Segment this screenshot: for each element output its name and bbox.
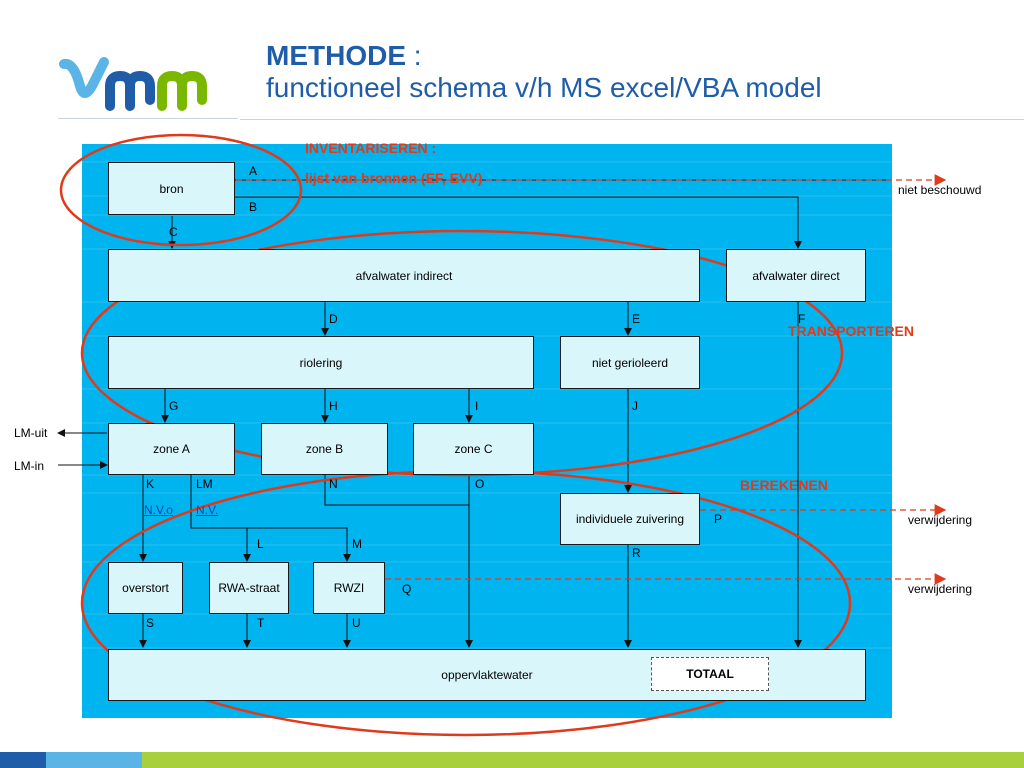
flow-label-lm: LM (196, 477, 213, 491)
flow-label-u: U (352, 616, 361, 630)
label-verwijdering-1: verwijdering (908, 513, 973, 527)
label-lm-uit: LM-uit (14, 426, 48, 440)
box-zone-c: zone C (413, 423, 534, 475)
flow-label-q: Q (402, 582, 412, 596)
annotation-berekenen: BEREKENEN (740, 477, 828, 493)
flow-label-b: B (249, 200, 258, 214)
box-zone-b: zone B (261, 423, 388, 475)
flow-label-k: K (146, 477, 155, 491)
title-underline (240, 119, 1024, 120)
vmm-logo (59, 57, 207, 111)
box-overstort: overstort (108, 562, 183, 614)
label-niet-beschouwd: niet beschouwd (898, 183, 982, 197)
logo-underline (58, 118, 238, 119)
flow-label-d: D (329, 312, 338, 326)
box-rwa-straat: RWA-straat (209, 562, 289, 614)
page-title: METHODE : functioneel schema v/h MS exce… (266, 40, 822, 104)
box-afvalwater-indirect: afvalwater indirect (108, 249, 700, 302)
footer-bar-green (142, 752, 1024, 768)
flow-label-r: R (632, 546, 641, 560)
box-riolering: riolering (108, 336, 534, 389)
oppervlaktewater-label: oppervlaktewater (441, 668, 533, 682)
title-colon: : (406, 40, 422, 71)
annotation-transporteren: TRANSPORTEREN (788, 323, 915, 339)
label-verwijdering-2: verwijdering (908, 582, 973, 596)
label-nvo: N.V.o (144, 503, 173, 517)
title-methode: METHODE (266, 40, 406, 71)
flow-label-h: H (329, 399, 338, 413)
annotation-inventariseren: INVENTARISEREN : (305, 140, 437, 156)
annotation-lijst-van-bronnen: lijst van bronnen (EF, EVV) (305, 170, 483, 186)
flow-label-s: S (146, 616, 155, 630)
flow-label-c: C (169, 225, 178, 239)
flow-label-t: T (257, 616, 265, 630)
totaal-cell: TOTAAL (651, 657, 769, 691)
flow-label-g: G (169, 399, 179, 413)
flow-label-j: J (632, 399, 638, 413)
flow-label-m: M (352, 537, 362, 551)
flow-label-l: L (257, 537, 264, 551)
flow-label-o: O (475, 477, 485, 491)
footer-bar-blue (0, 752, 46, 768)
page-subtitle: functioneel schema v/h MS excel/VBA mode… (266, 72, 822, 103)
label-nv: N.V. (196, 503, 219, 517)
flow-label-f: F (798, 312, 806, 326)
box-rwzi: RWZI (313, 562, 385, 614)
box-afvalwater-direct: afvalwater direct (726, 249, 866, 302)
label-lm-in: LM-in (14, 459, 45, 473)
box-zone-a: zone A (108, 423, 235, 475)
flow-label-a: A (249, 164, 258, 178)
flow-label-i: I (475, 399, 479, 413)
flow-label-p: P (714, 512, 723, 526)
flow-label-e: E (632, 312, 641, 326)
box-niet-gerioleerd: niet gerioleerd (560, 336, 700, 389)
box-bron: bron (108, 162, 235, 215)
footer-bar-lightblue (46, 752, 142, 768)
box-individuele-zuivering: individuele zuivering (560, 493, 700, 545)
flow-label-n: N (329, 477, 338, 491)
